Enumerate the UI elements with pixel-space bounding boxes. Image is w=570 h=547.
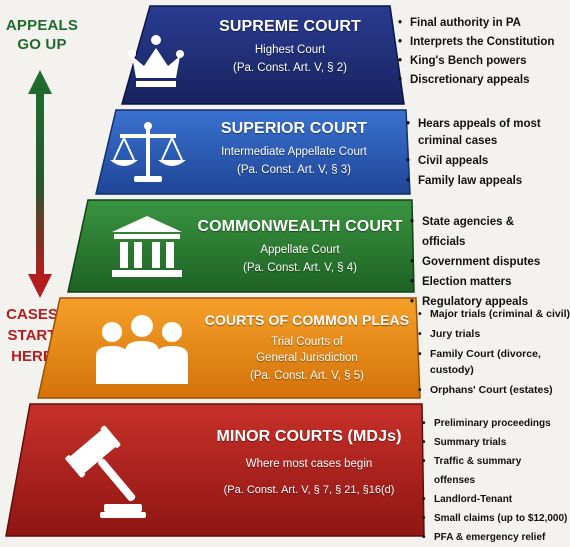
vertical-double-arrow-icon xyxy=(28,70,52,298)
gavel-icon xyxy=(65,425,146,518)
list-item: Hears appeals of most criminal cases xyxy=(406,116,556,150)
tier-commonpleas-subtitle-line1: Trial Courts of xyxy=(271,336,343,348)
list-item: Summary trials xyxy=(422,433,558,452)
tier-superior-subtitle: Intermediate Appellate Court xyxy=(221,146,367,158)
courthouse-icon xyxy=(112,216,182,277)
list-item: Orphans' Court (estates) xyxy=(418,382,556,398)
cases-label-line1: CASES xyxy=(6,306,58,323)
tier-commonpleas-text: COURTS OF COMMON PLEAS Trial Courts of G… xyxy=(200,312,414,382)
tier-commonpleas-cite: (Pa. Const. Art. V, § 5) xyxy=(250,370,364,382)
cases-label-line2: START xyxy=(7,327,57,344)
appeals-label-line1: APPEALS xyxy=(5,17,79,34)
list-item: Government disputes xyxy=(410,252,556,272)
list-item: Final authority in PA xyxy=(398,14,556,33)
tier-minor-subtitle: Where most cases begin xyxy=(245,458,373,470)
appeals-go-up-label: APPEALS GO UP xyxy=(4,16,80,54)
tier-superior-cite: (Pa. Const. Art. V, § 3) xyxy=(237,164,351,176)
list-item: Landlord-Tenant xyxy=(422,490,558,509)
list-item: Interprets the Constitution xyxy=(398,33,556,52)
list-item: Election matters xyxy=(410,272,556,292)
tier-commonwealth-subtitle: Appellate Court xyxy=(260,244,340,256)
list-item: Family Court (divorce, custody) xyxy=(418,346,556,378)
tier-minor-text: MINOR COURTS (MDJs) Where most cases beg… xyxy=(196,428,422,496)
tier-supreme-shape xyxy=(121,5,405,105)
tier-minor-bullets: Preliminary proceedings Summary trials T… xyxy=(422,414,567,547)
list-item: Preliminary proceedings xyxy=(422,414,558,433)
tier-commonwealth-title: COMMONWEALTH COURT xyxy=(197,218,403,235)
tier-minor-cite: (Pa. Const. Art. V, § 7, § 21, §16(d) xyxy=(223,484,395,496)
cases-label-line3: HERE xyxy=(11,348,53,365)
list-item: Small claims (up to $12,000) xyxy=(422,509,567,528)
tier-superior-bullets: Hears appeals of most criminal cases Civ… xyxy=(406,116,556,190)
tier-supreme-bullets: Final authority in PA Interprets the Con… xyxy=(398,14,556,90)
list-item: Discretionary appeals xyxy=(398,71,556,90)
tier-commonpleas-title: COURTS OF COMMON PLEAS xyxy=(204,312,410,328)
tier-superior-title: SUPERIOR COURT xyxy=(220,120,368,137)
cases-start-here-label: CASES START HERE xyxy=(2,304,62,367)
tier-superior-shape xyxy=(95,109,411,195)
scales-icon xyxy=(110,122,186,182)
tier-commonwealth-bullets: State agencies & officials Government di… xyxy=(410,212,556,312)
tier-commonpleas-subtitle: Trial Courts of General Jurisdiction xyxy=(200,334,414,366)
crown-icon xyxy=(128,35,184,87)
tier-commonpleas-subtitle-line2: General Jurisdiction xyxy=(256,352,358,364)
tier-supreme-subtitle: Highest Court xyxy=(254,44,326,56)
list-item: Major trials (criminal & civil) xyxy=(418,306,570,322)
list-item: Regulatory appeals xyxy=(410,292,556,312)
list-item: King's Bench powers xyxy=(398,52,556,71)
tier-commonpleas-bullets: Major trials (criminal & civil) Jury tri… xyxy=(418,306,570,398)
tier-commonwealth-text: COMMONWEALTH COURT Appellate Court (Pa. … xyxy=(196,218,404,274)
tier-supreme-title: SUPREME COURT xyxy=(219,18,361,35)
list-item: Traffic & summary offenses xyxy=(422,452,558,490)
list-item: Civil appeals xyxy=(406,153,556,170)
list-item: Jury trials xyxy=(418,326,556,342)
appeals-label-line2: GO UP xyxy=(17,36,67,53)
list-item: Family law appeals xyxy=(406,173,556,190)
tier-commonwealth-cite: (Pa. Const. Art. V, § 4) xyxy=(243,262,357,274)
tier-minor-title: MINOR COURTS (MDJs) xyxy=(216,428,402,445)
tier-supreme-cite: (Pa. Const. Art. V, § 2) xyxy=(233,62,347,74)
tier-superior-text: SUPERIOR COURT Intermediate Appellate Co… xyxy=(196,120,392,176)
tier-supreme-text: SUPREME COURT Highest Court (Pa. Const. … xyxy=(192,18,388,74)
list-item: State agencies & officials xyxy=(410,212,556,252)
people-icon xyxy=(96,315,188,384)
list-item: PFA & emergency relief xyxy=(422,528,558,547)
